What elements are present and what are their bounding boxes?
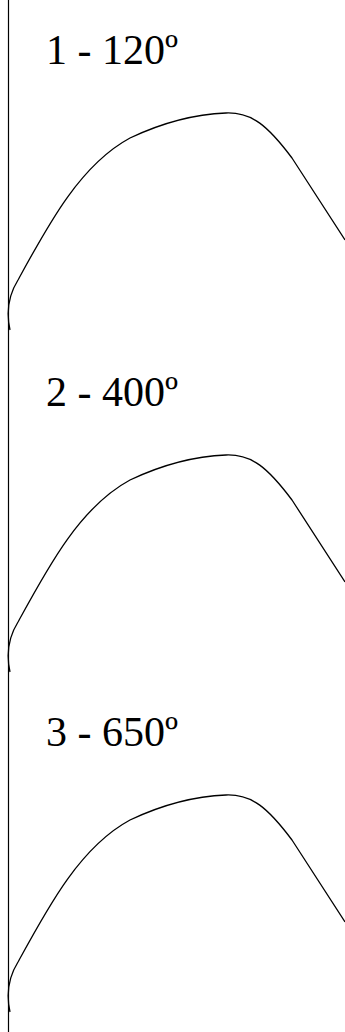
axis-line	[8, 0, 9, 1032]
profile-curve	[8, 455, 345, 672]
temperature-label: 2 - 400º	[46, 369, 178, 415]
temperature-label: 1 - 120º	[46, 27, 178, 73]
temperature-label: 3 - 650º	[46, 709, 178, 755]
profile-curve	[8, 795, 345, 1012]
profile-curve	[8, 113, 345, 330]
